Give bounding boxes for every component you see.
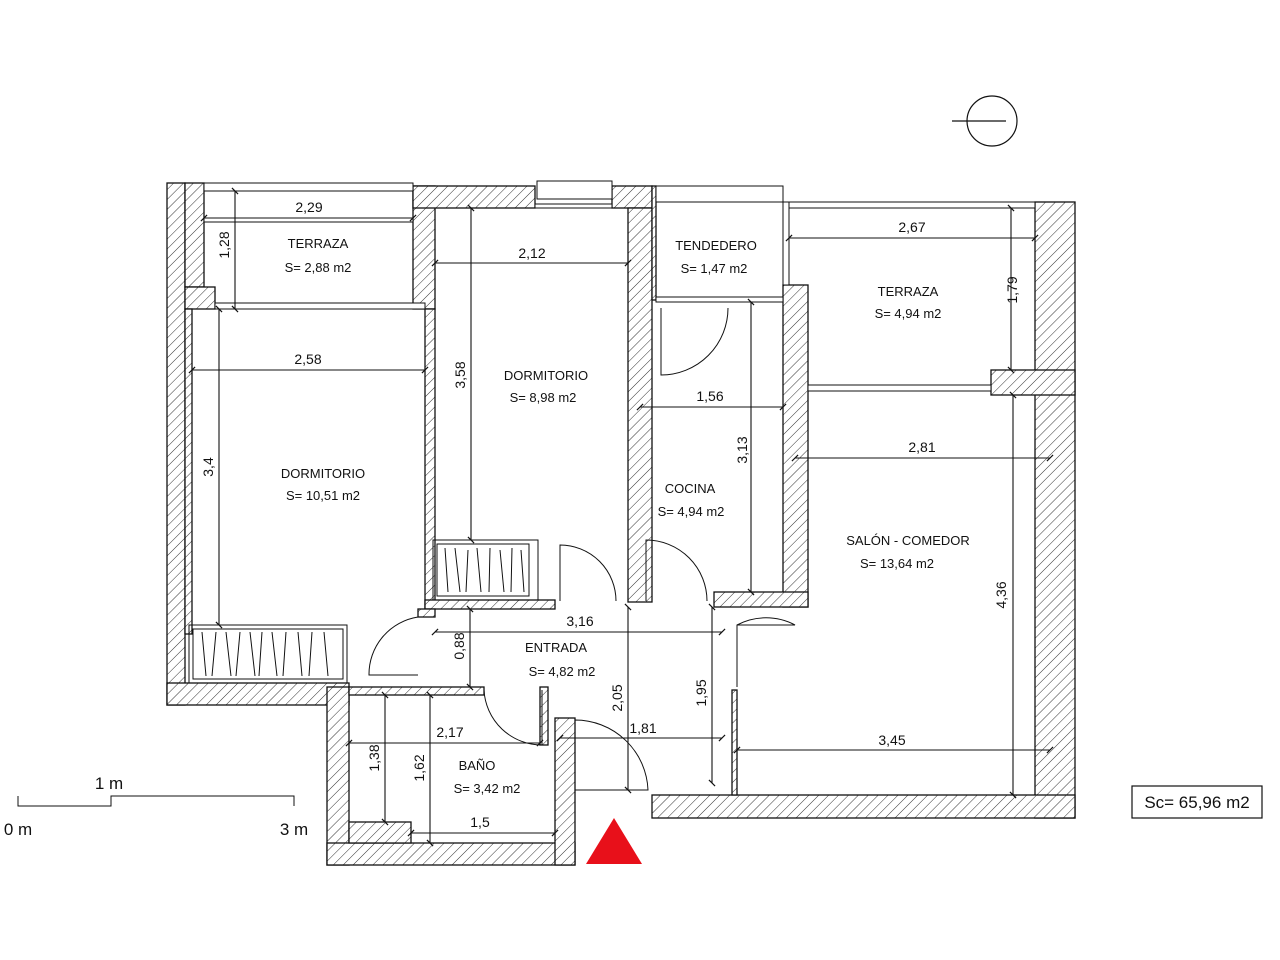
total-surface-label: Sc= 65,96 m2 — [1144, 793, 1249, 812]
wardrobes — [188, 539, 539, 684]
dim-salon-width-bottom: 3,45 — [878, 732, 905, 748]
room-area-salon: S= 13,64 m2 — [860, 556, 934, 571]
dim-dorm-left-depth: 3,4 — [200, 457, 216, 477]
room-name-bano: BAÑO — [459, 758, 496, 773]
dim-dorm-center-width: 2,12 — [518, 245, 545, 261]
dim-terraza-right-width: 2,67 — [898, 219, 925, 235]
dim-entrada-depth-left: 0,88 — [451, 632, 467, 659]
dim-salon-depth: 4,36 — [993, 581, 1009, 608]
dim-entrada-width: 3,16 — [566, 613, 593, 629]
north-arrow-icon — [952, 95, 1018, 147]
dim-terraza-left-width: 2,29 — [295, 199, 322, 215]
dim-bano-width-top: 2,17 — [436, 724, 463, 740]
room-area-cocina: S= 4,94 m2 — [658, 504, 725, 519]
dim-hall-width: 1,81 — [629, 720, 656, 736]
room-area-terraza-left: S= 2,88 m2 — [285, 260, 352, 275]
dim-bano-depth-right: 1,62 — [411, 754, 427, 781]
room-name-dormitorio-left: DORMITORIO — [281, 466, 365, 481]
dimension-lines — [188, 187, 1054, 847]
room-name-terraza-left: TERRAZA — [288, 236, 349, 251]
room-area-dormitorio-left: S= 10,51 m2 — [286, 488, 360, 503]
dim-terraza-right-depth: 1,79 — [1004, 276, 1020, 303]
doors — [368, 307, 796, 791]
scale-label-end: 3 m — [280, 820, 308, 839]
dim-bano-width-bottom: 1,5 — [470, 814, 490, 830]
dim-salon-width-top: 2,81 — [908, 439, 935, 455]
dim-terraza-left-depth: 1,28 — [216, 231, 232, 258]
dim-dorm-center-depth: 3,58 — [452, 361, 468, 388]
room-area-bano: S= 3,42 m2 — [454, 781, 521, 796]
room-name-cocina: COCINA — [665, 481, 716, 496]
scale-label-start: 0 m — [4, 820, 32, 839]
dim-bano-depth-left: 1,38 — [366, 744, 382, 771]
room-area-dormitorio-center: S= 8,98 m2 — [510, 390, 577, 405]
dim-dorm-left-width: 2,58 — [294, 351, 321, 367]
room-area-terraza-right: S= 4,94 m2 — [875, 306, 942, 321]
room-labels: TERRAZA S= 2,88 m2 DORMITORIO S= 10,51 m… — [281, 236, 970, 796]
room-name-tendedero: TENDEDERO — [675, 238, 757, 253]
room-name-entrada: ENTRADA — [525, 640, 587, 655]
dim-cocina-width: 1,56 — [696, 388, 723, 404]
dimension-labels: 2,29 1,28 2,12 3,58 2,58 3,4 2,67 1,79 1… — [200, 199, 1020, 830]
room-name-dormitorio-center: DORMITORIO — [504, 368, 588, 383]
dim-entrada-depth-center: 2,05 — [609, 684, 625, 711]
room-area-entrada: S= 4,82 m2 — [529, 664, 596, 679]
room-area-tendedero: S= 1,47 m2 — [681, 261, 748, 276]
room-name-salon: SALÓN - COMEDOR — [846, 533, 970, 548]
entrance-triangle-icon — [586, 818, 642, 864]
scale-bar: 1 m 0 m 3 m — [4, 774, 308, 839]
total-surface-box: Sc= 65,96 m2 — [1131, 785, 1263, 819]
dim-entrada-depth-right: 1,95 — [693, 679, 709, 706]
room-name-terraza-right: TERRAZA — [878, 284, 939, 299]
dim-cocina-depth: 3,13 — [734, 436, 750, 463]
scale-label-top: 1 m — [95, 774, 123, 793]
walls — [166, 182, 1076, 866]
